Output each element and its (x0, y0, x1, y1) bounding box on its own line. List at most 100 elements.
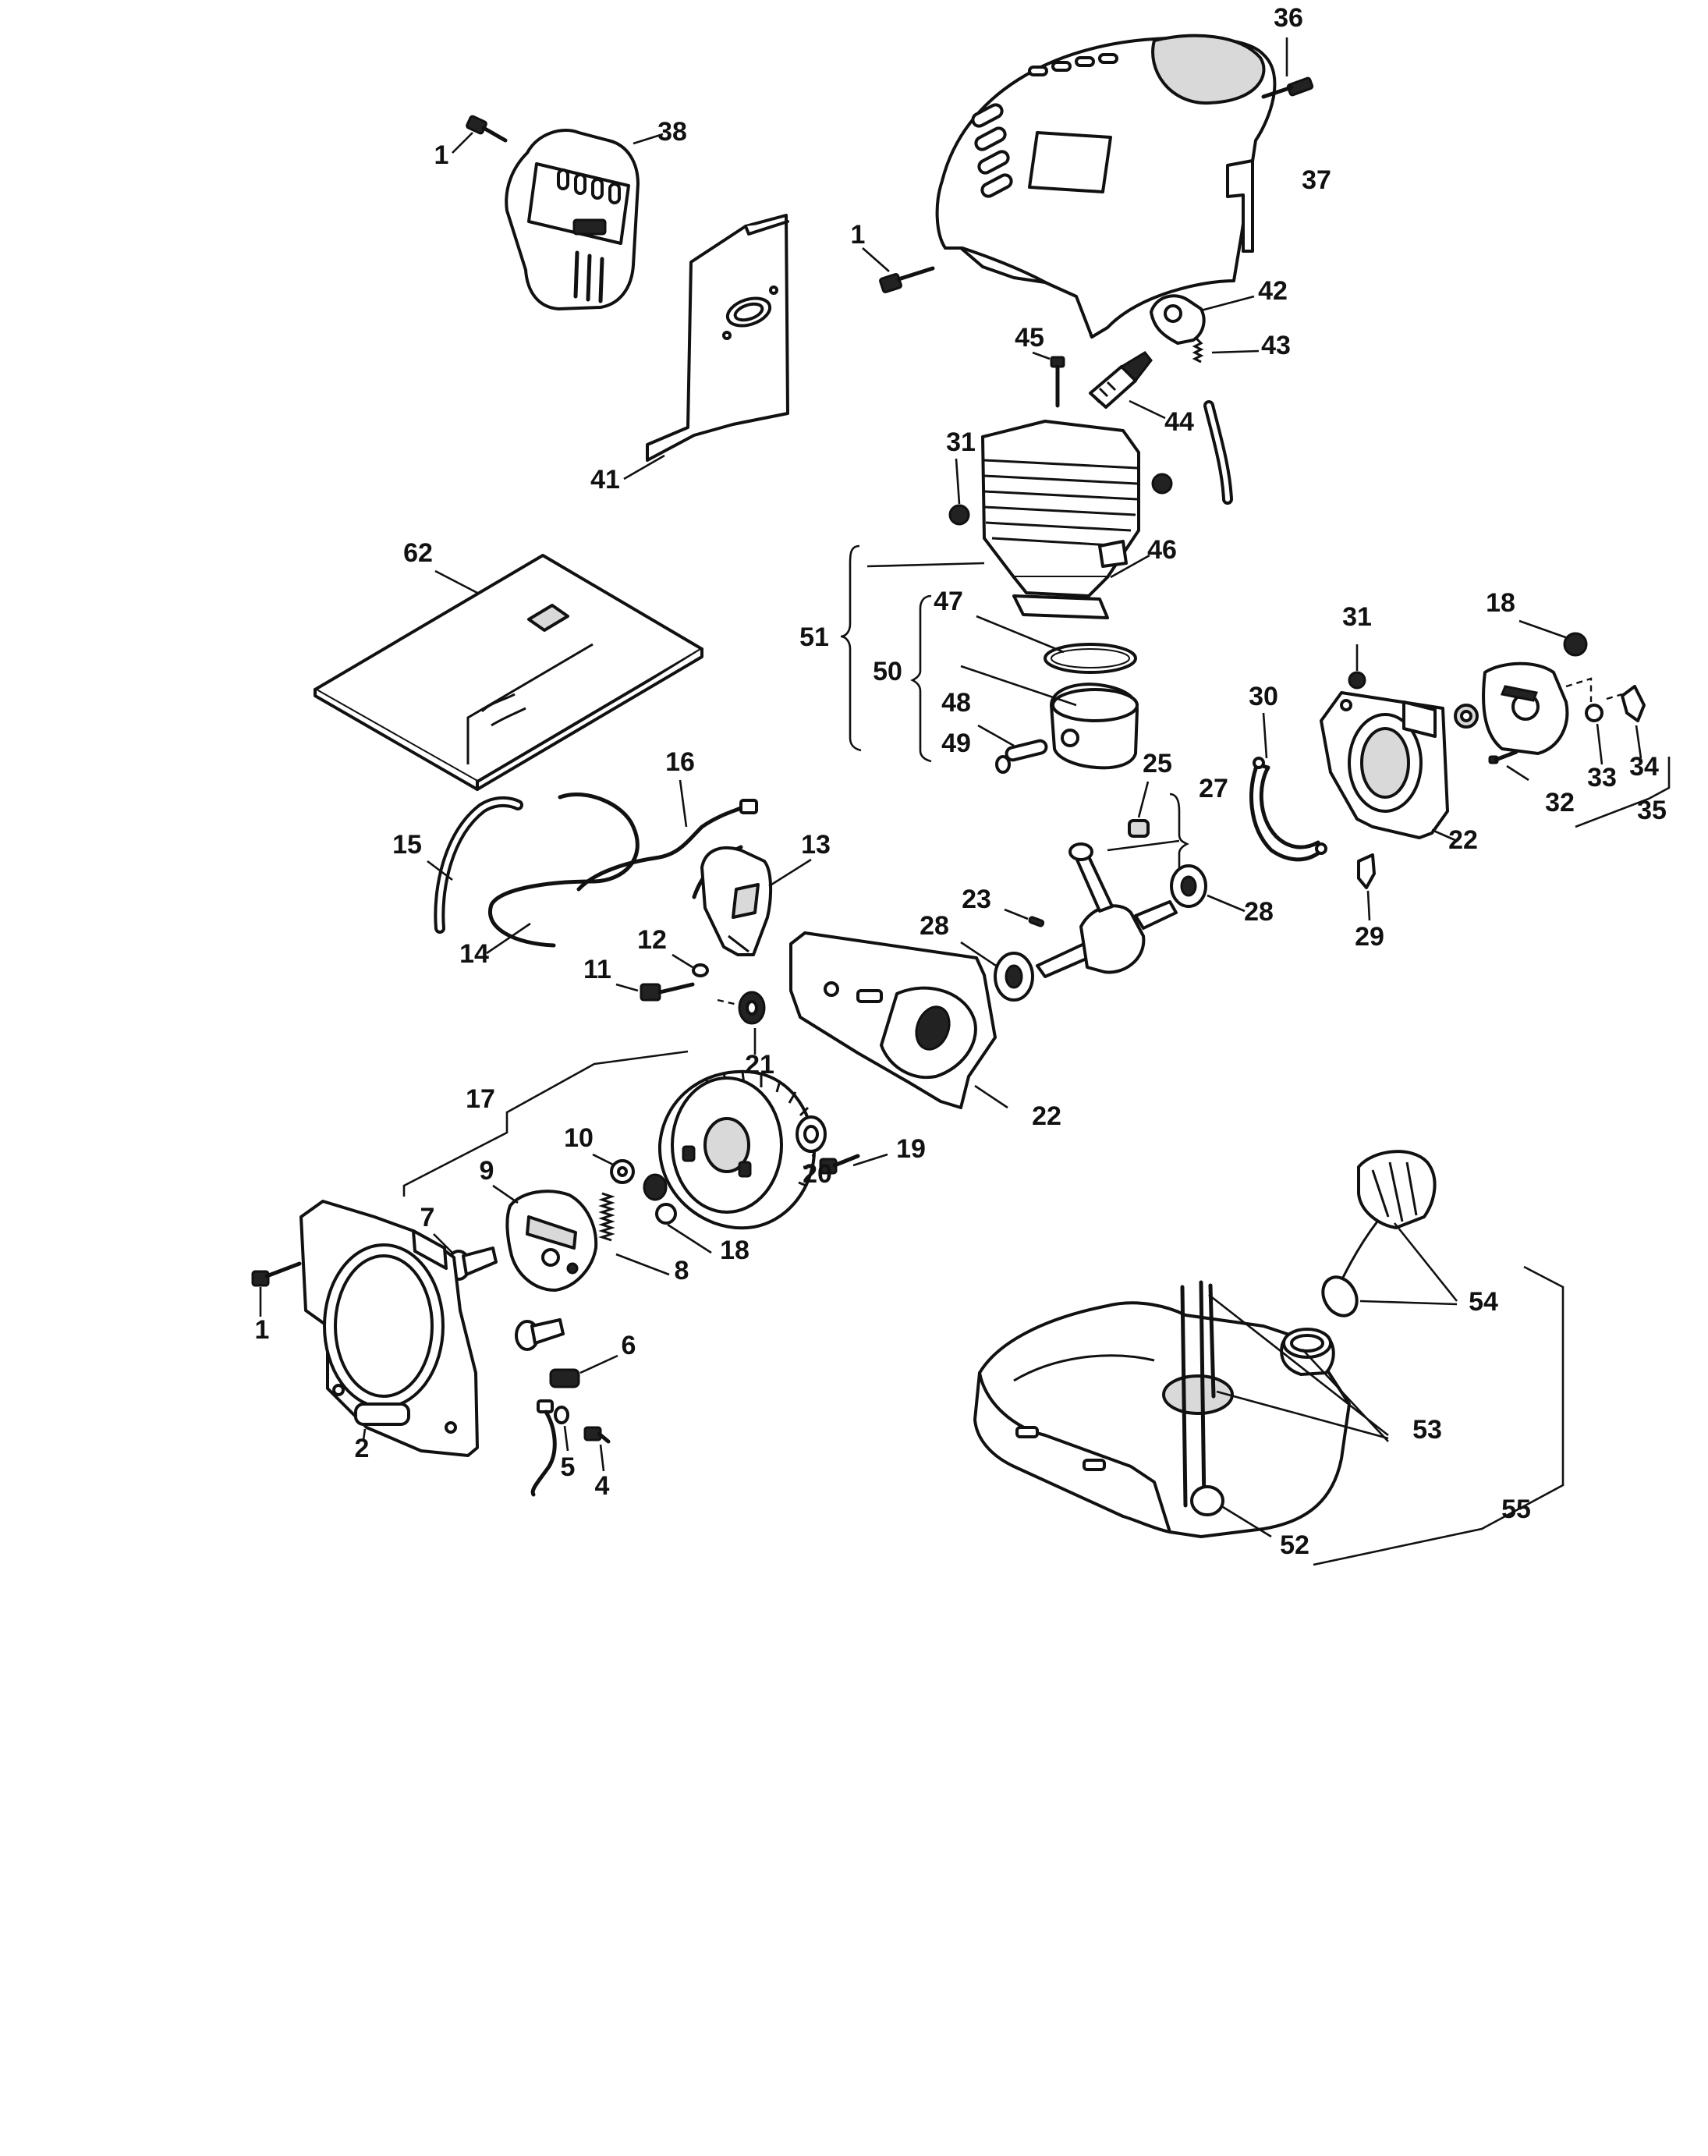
clutch-assembly-35 (1454, 619, 1671, 828)
callout-label-20: 20 (803, 1159, 832, 1189)
cylinder-46 (948, 420, 1173, 619)
fuel-hose-15 (427, 796, 523, 934)
switch-6 (549, 1354, 618, 1388)
screw-4 (583, 1426, 611, 1472)
callout-label-48: 48 (941, 688, 971, 718)
callout-label-1: 1 (255, 1315, 270, 1345)
flywheel (657, 1069, 817, 1230)
callout-label-62: 62 (403, 538, 433, 568)
washer-20 (796, 1115, 827, 1161)
callout-label-54: 54 (1469, 1287, 1498, 1317)
bracket-51 (840, 544, 985, 752)
callout-label-29: 29 (1355, 922, 1384, 952)
callout-label-46: 46 (1147, 535, 1177, 565)
bearing-28-left (960, 941, 1034, 1002)
callout-label-36: 36 (1274, 3, 1303, 33)
callout-label-45: 45 (1015, 323, 1044, 353)
callout-label-38: 38 (657, 117, 687, 147)
fuel-tank-55 (973, 1265, 1564, 1566)
tank-grommet-53 (1162, 1280, 1389, 1508)
screw-45 (1032, 351, 1065, 408)
spring-8 (598, 1192, 670, 1276)
callout-label-8: 8 (675, 1256, 689, 1285)
screw-1-muffler (452, 115, 508, 154)
callout-label-14: 14 (459, 939, 489, 969)
key-23 (1004, 908, 1045, 927)
callout-label-9: 9 (480, 1156, 494, 1186)
needle-25 (1128, 781, 1150, 838)
callout-label-25: 25 (1143, 749, 1172, 778)
screw-11 (615, 953, 709, 1002)
nut-18-flywheel (643, 1173, 712, 1254)
fuel-filter-52 (1190, 1485, 1272, 1538)
callout-label-5: 5 (561, 1452, 576, 1482)
callout-label-42: 42 (1258, 276, 1288, 306)
callout-label-6: 6 (622, 1331, 636, 1360)
callout-label-43: 43 (1261, 331, 1291, 360)
callout-label-13: 13 (801, 830, 831, 860)
piston-ring-47 (976, 615, 1137, 674)
callout-label-35: 35 (1637, 796, 1667, 825)
bracket-50 (910, 594, 932, 763)
callout-label-22: 22 (1448, 825, 1478, 855)
nut-21 (717, 991, 766, 1055)
callout-label-33: 33 (1587, 763, 1617, 793)
callout-label-16: 16 (665, 747, 695, 777)
callout-label-11: 11 (583, 955, 611, 984)
spark-plug-boot-42 (1150, 294, 1255, 345)
callout-label-50: 50 (873, 657, 902, 686)
shroud-vents (971, 53, 1118, 198)
callout-label-30: 30 (1249, 682, 1278, 711)
callout-label-37: 37 (1302, 165, 1331, 195)
callout-label-27: 27 (1199, 774, 1228, 803)
callout-label-15: 15 (392, 830, 422, 860)
callout-label-1: 1 (851, 220, 866, 250)
callout-label-21: 21 (745, 1050, 774, 1080)
callout-label-31: 31 (946, 427, 976, 457)
engine-shroud-37 (935, 34, 1277, 339)
callout-label-12: 12 (637, 925, 667, 955)
callout-label-28: 28 (920, 911, 949, 941)
callout-label-22: 22 (1032, 1101, 1061, 1131)
callout-label-51: 51 (799, 622, 829, 652)
callout-label-41: 41 (590, 465, 620, 495)
callout-label-23: 23 (962, 885, 991, 914)
clutch-shoes-9 (492, 1184, 598, 1292)
piston-pin-49 (977, 724, 1048, 774)
ignition-coil-13 (700, 846, 812, 956)
callout-label-10: 10 (564, 1123, 594, 1153)
bearing-28-right (1170, 864, 1246, 913)
callout-label-19: 19 (896, 1134, 926, 1164)
screw-1-lower (251, 1261, 302, 1317)
manual-62 (314, 554, 703, 791)
callout-label-34: 34 (1629, 752, 1659, 782)
crankcase-22-right (1320, 644, 1458, 842)
crankshaft-27 (1036, 793, 1189, 978)
callout-label-32: 32 (1545, 788, 1575, 817)
callout-label-4: 4 (595, 1471, 610, 1501)
callout-label-31: 31 (1342, 602, 1372, 632)
callout-label-53: 53 (1412, 1415, 1442, 1445)
screw-19 (819, 1153, 888, 1175)
muffler-cover-38 (505, 129, 664, 310)
spark-plug-44 (1089, 351, 1166, 420)
screw-1-shroud (862, 247, 935, 293)
callout-label-44: 44 (1164, 407, 1194, 437)
callout-label-47: 47 (934, 587, 963, 616)
callout-label-49: 49 (941, 729, 971, 758)
crankcase-22-center (789, 931, 1008, 1109)
washer-10 (592, 1153, 635, 1184)
screw-36 (1261, 37, 1314, 99)
fuel-cap-54 (1321, 1150, 1458, 1317)
ht-lead-43 (1192, 337, 1260, 505)
fuel-hose-14 (486, 792, 640, 955)
callout-label-52: 52 (1280, 1530, 1309, 1560)
callout-label-55: 55 (1501, 1495, 1531, 1524)
callout-label-2: 2 (355, 1434, 370, 1463)
clip-29 (1357, 853, 1376, 921)
shoulder-screw-lower (515, 1318, 565, 1351)
callout-label-17: 17 (466, 1084, 495, 1114)
callout-label-28: 28 (1244, 897, 1274, 927)
